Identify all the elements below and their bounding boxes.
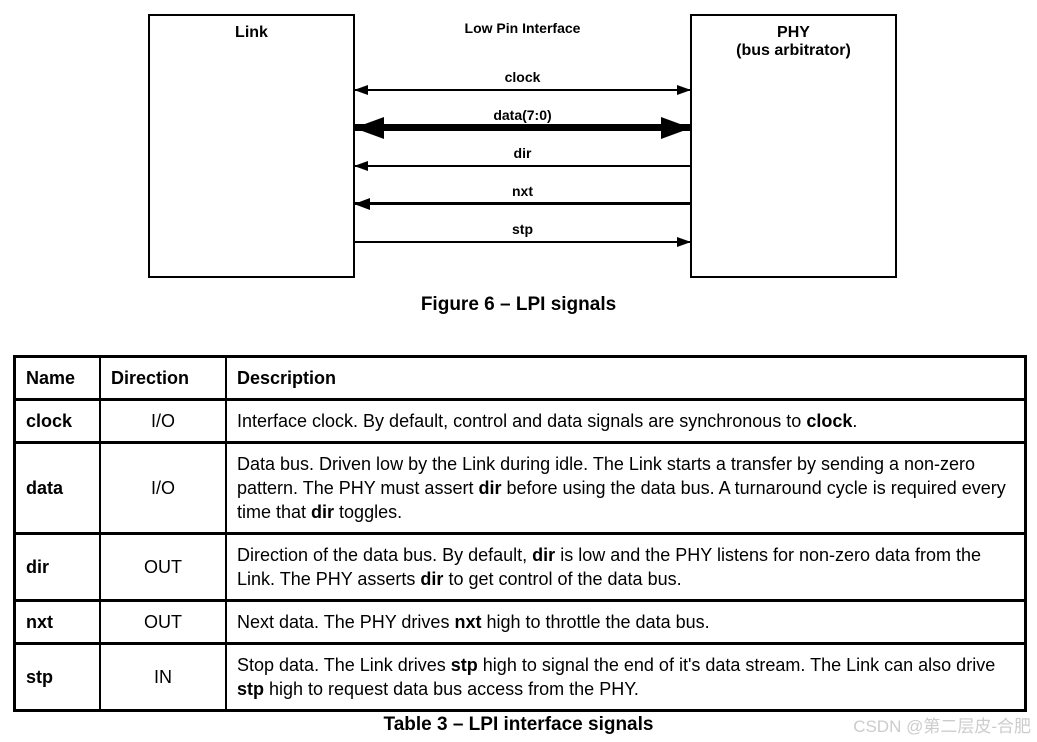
signal-line	[355, 124, 690, 131]
arrowhead-right-icon	[661, 117, 691, 139]
signal-data-7-0: data(7:0)	[354, 90, 691, 139]
signal-name-cell: clock	[13, 398, 101, 444]
arrowhead-left-icon	[354, 161, 368, 171]
signal-line	[355, 202, 690, 205]
phy-box: PHY (bus arbitrator)	[690, 14, 897, 278]
description-cell: Interface clock. By default, control and…	[225, 398, 1027, 444]
direction-cell: I/O	[99, 441, 227, 535]
signal-name-cell: stp	[13, 642, 101, 712]
watermark: CSDN @第二层皮-合肥	[853, 717, 1031, 736]
signal-dir: dir	[354, 128, 690, 171]
arrowhead-left-icon	[354, 117, 384, 139]
signal-arrows: clock data(7:0) dir nxt stp	[354, 52, 691, 247]
signal-stp: stp	[355, 204, 691, 247]
signal-label: nxt	[512, 183, 533, 199]
header-description: Description	[225, 355, 1027, 401]
direction-cell: OUT	[99, 532, 227, 602]
arrowhead-right-icon	[677, 85, 691, 95]
signal-clock: clock	[354, 52, 691, 95]
description-cell: Direction of the data bus. By default, d…	[225, 532, 1027, 602]
signal-nxt: nxt	[354, 166, 690, 210]
signal-name-cell: dir	[13, 532, 101, 602]
arrowhead-left-icon	[354, 198, 370, 210]
signal-label: dir	[513, 145, 532, 161]
arrowhead-right-icon	[677, 237, 691, 247]
signal-label: stp	[512, 221, 533, 237]
signal-name-cell: data	[13, 441, 101, 535]
link-box-label: Link	[235, 24, 268, 41]
direction-cell: OUT	[99, 599, 227, 645]
lpi-signals-diagram: Link Low Pin Interface PHY (bus arbitrat…	[0, 0, 1037, 330]
signal-name-cell: nxt	[13, 599, 101, 645]
description-cell: Data bus. Driven low by the Link during …	[225, 441, 1027, 535]
header-direction: Direction	[99, 355, 227, 401]
arrowhead-left-icon	[354, 85, 368, 95]
link-box: Link	[148, 14, 355, 278]
signal-label: data(7:0)	[493, 107, 552, 123]
table-header-row: Name Direction Description	[13, 355, 1027, 401]
figure-caption: Figure 6 – LPI signals	[420, 294, 617, 315]
bus-label: Low Pin Interface	[464, 20, 581, 36]
signal-line	[355, 89, 690, 91]
table-caption: Table 3 – LPI interface signals	[383, 714, 654, 735]
direction-cell: I/O	[99, 398, 227, 444]
phy-box-title: PHY	[777, 24, 810, 41]
phy-box-subtitle: (bus arbitrator)	[736, 42, 851, 59]
signal-label: clock	[504, 69, 541, 85]
description-cell: Next data. The PHY drives nxt high to th…	[225, 599, 1027, 645]
direction-cell: IN	[99, 642, 227, 712]
description-cell: Stop data. The Link drives stp high to s…	[225, 642, 1027, 712]
header-name: Name	[13, 355, 101, 401]
signal-line	[355, 165, 690, 167]
signal-line	[355, 241, 690, 243]
